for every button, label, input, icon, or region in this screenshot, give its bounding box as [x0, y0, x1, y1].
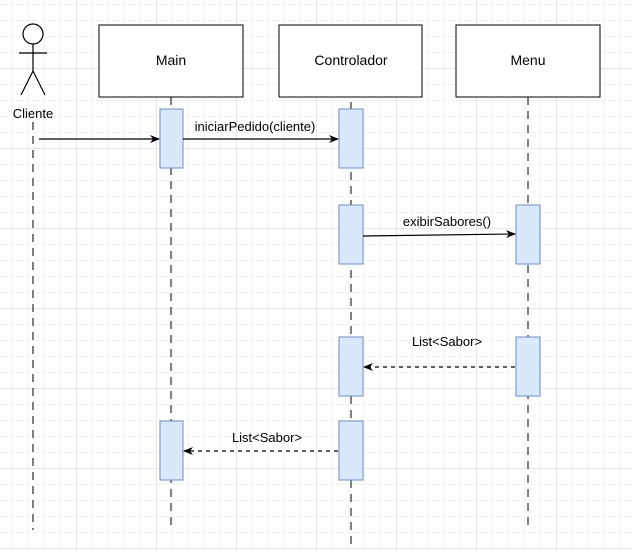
controlador-label: Controlador [314, 52, 387, 68]
main-activation-2 [159, 420, 184, 481]
main-box [98, 24, 244, 98]
menu-box [455, 24, 601, 98]
return-list-sabor-controlador-label: List<Sabor> [232, 430, 302, 445]
controlador-activation-2 [338, 204, 364, 265]
cliente-actor-icon [19, 23, 47, 96]
main-activation-1 [159, 108, 184, 169]
exibir-sabores-label: exibirSabores() [403, 214, 491, 229]
controlador-activation-1 [338, 108, 364, 169]
iniciar-pedido-label: iniciarPedido(cliente) [195, 119, 316, 134]
main-label: Main [156, 52, 186, 68]
exibir-sabores-arrow [362, 230, 516, 239]
menu-activation-2 [515, 336, 541, 397]
return-list-sabor-menu-label: List<Sabor> [412, 334, 482, 349]
menu-label: Menu [510, 52, 545, 68]
controlador-activation-3 [338, 336, 364, 397]
controlador-activation-4 [338, 420, 364, 481]
controlador-box [278, 24, 423, 98]
cliente-label: Cliente [13, 106, 53, 121]
menu-activation-1 [515, 204, 541, 265]
